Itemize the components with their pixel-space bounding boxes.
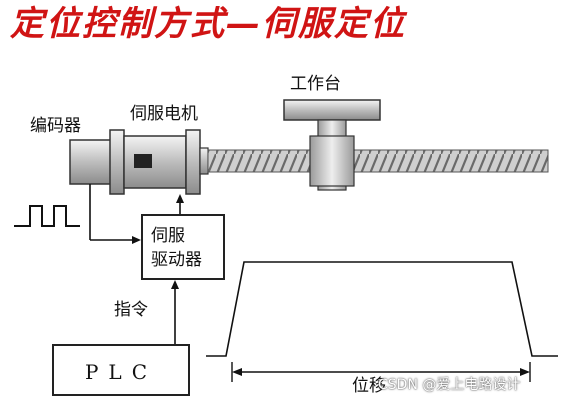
command-label: 指令 <box>114 300 148 320</box>
pulse-signal <box>14 205 80 227</box>
servo-driver-box: 伺服 驱动器 <box>141 214 225 280</box>
plc-box: PLC <box>52 344 190 396</box>
servo-motor-label: 伺服电机 <box>130 104 198 124</box>
page-title: 定位控制方式—伺服定位 <box>10 4 406 44</box>
feedback-wire <box>89 184 141 244</box>
displacement-profile <box>206 261 558 357</box>
worktable <box>283 99 381 191</box>
ball-screw <box>207 149 549 173</box>
watermark: CSDN @爱上电路设计 <box>378 377 521 393</box>
servo-driver-label: 伺服 驱动器 <box>151 226 202 270</box>
motor-power-wire <box>176 194 184 214</box>
servo-motor <box>109 129 209 195</box>
command-wire <box>171 280 179 344</box>
displacement-dimension <box>231 362 531 382</box>
worktable-label: 工作台 <box>290 74 341 94</box>
encoder <box>69 139 113 185</box>
plc-label: PLC <box>84 360 158 384</box>
displacement-label: 位移 <box>352 376 386 396</box>
encoder-label: 编码器 <box>30 116 81 136</box>
